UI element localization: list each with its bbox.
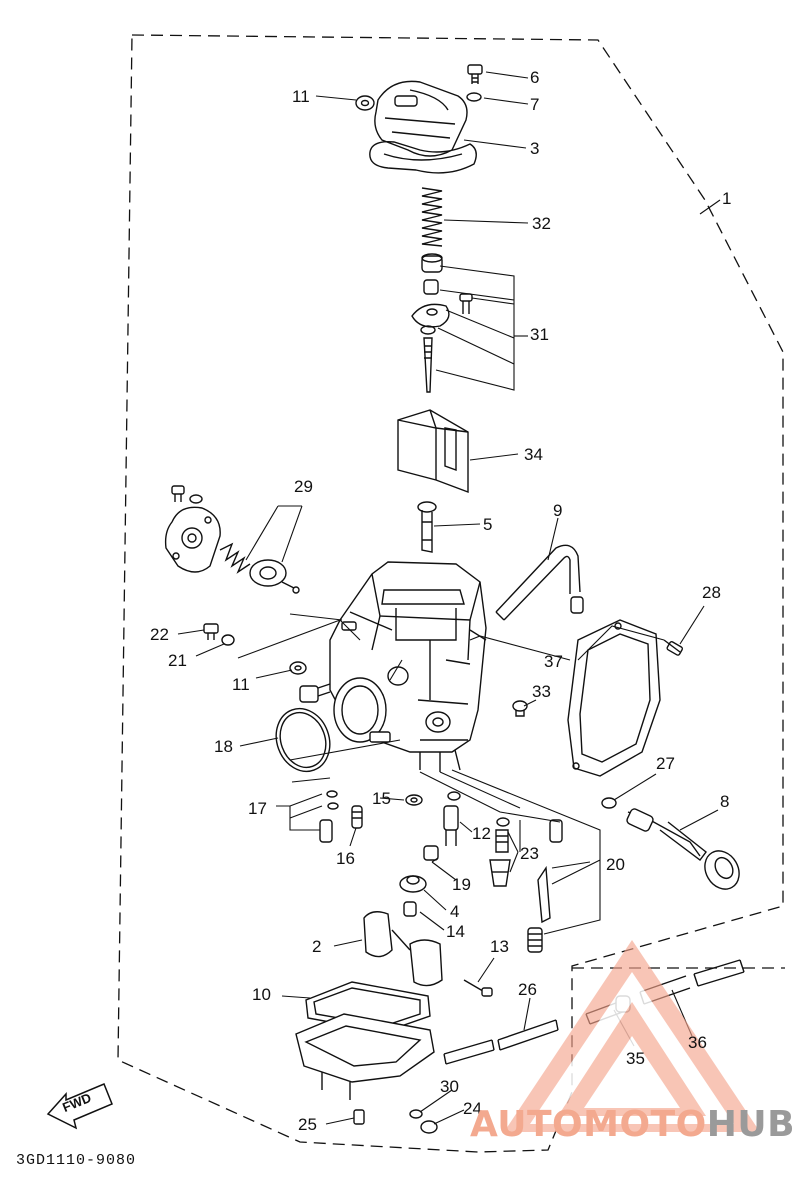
callout-37: 37 <box>544 652 563 671</box>
pump-diaphragm <box>249 559 300 594</box>
cover-nut <box>355 95 375 111</box>
callout-19: 19 <box>452 875 471 894</box>
pump-washer <box>189 494 203 504</box>
o-ring-18 <box>275 707 331 773</box>
callout-23: 23 <box>520 844 539 863</box>
carburetor-body <box>299 561 487 772</box>
cover-washer <box>466 92 482 102</box>
assembly-boundary <box>117 34 784 1153</box>
drain-screw-25 <box>353 1109 365 1125</box>
callout-26: 26 <box>518 980 537 999</box>
callout-22: 22 <box>150 625 169 644</box>
cover-screw <box>467 64 483 84</box>
watermark-part2: HUB <box>706 1104 796 1145</box>
jet-15 <box>405 794 423 806</box>
callout-21: 21 <box>168 651 187 670</box>
watermark-part1: AUTOMOTO <box>470 1104 707 1145</box>
vent-hose <box>495 544 584 621</box>
jet-23 <box>489 817 511 887</box>
warning-triangle-logo-icon <box>504 940 760 1132</box>
screw-22 <box>203 623 219 640</box>
callout-3: 3 <box>530 139 540 158</box>
callout-9: 9 <box>553 501 563 520</box>
callout-1: 1 <box>722 189 732 208</box>
callout-33: 33 <box>532 682 551 701</box>
float-pin <box>463 979 493 997</box>
hose-26 <box>443 1019 559 1065</box>
callout-27: 27 <box>656 754 675 773</box>
callout-14: 14 <box>446 922 465 941</box>
throttle-spring <box>421 187 443 247</box>
nut-11-lower <box>289 661 307 675</box>
jet-20 <box>527 819 563 953</box>
callout-29: 29 <box>294 477 313 496</box>
callout-32: 32 <box>532 214 551 233</box>
screw-28 <box>663 639 684 656</box>
float-bowl-gasket <box>305 981 431 1033</box>
callout-28: 28 <box>702 583 721 602</box>
callout-10: 10 <box>252 985 271 1004</box>
callout-18: 18 <box>214 737 233 756</box>
callout-34: 34 <box>524 445 543 464</box>
callout-36: 36 <box>688 1033 707 1052</box>
callout-5: 5 <box>483 515 493 534</box>
throttle-valve <box>397 409 469 494</box>
callout-25: 25 <box>298 1115 317 1134</box>
leader-lines <box>177 71 721 1125</box>
callout-24: 24 <box>463 1099 482 1118</box>
callout-17: 17 <box>248 799 267 818</box>
callout-15: 15 <box>372 789 391 808</box>
pump-cover <box>164 506 221 573</box>
float-bowl <box>295 1013 435 1100</box>
callout-35: 35 <box>626 1049 645 1068</box>
screw-33 <box>512 700 528 717</box>
needle-set <box>411 253 473 393</box>
pump-spring <box>219 542 251 574</box>
top-cover-gasket <box>369 141 477 174</box>
jet-16 <box>351 805 363 829</box>
jet-19 <box>423 845 439 861</box>
needle-plate-screw <box>459 293 473 314</box>
top-cover <box>374 80 468 157</box>
callout-2: 2 <box>312 937 322 956</box>
drawing-code: 3GD1110-9080 <box>16 1152 137 1169</box>
watermark: AUTOMOTOHUB <box>470 1104 795 1145</box>
starter-plunger <box>626 808 740 890</box>
callout-11-top: 11 <box>292 87 310 106</box>
callout-30: 30 <box>440 1077 459 1096</box>
float <box>363 911 443 987</box>
o-ring-30 <box>409 1109 423 1119</box>
callout-4: 4 <box>450 902 460 921</box>
needle-valve-14 <box>403 901 417 917</box>
callout-11-body: 11 <box>232 675 250 694</box>
callout-7: 7 <box>530 95 540 114</box>
callout-20: 20 <box>606 855 625 874</box>
plug-24 <box>420 1120 438 1134</box>
pilot-screw-5 <box>417 501 437 553</box>
callout-31: 31 <box>530 325 549 344</box>
fwd-arrow-icon <box>46 1083 113 1130</box>
callout-6: 6 <box>530 68 540 87</box>
callout-13: 13 <box>490 937 509 956</box>
callout-16: 16 <box>336 849 355 868</box>
coasting-enricher-cover <box>567 619 661 777</box>
jet-12 <box>443 791 461 846</box>
jet-17-set <box>319 790 339 843</box>
callout-12: 12 <box>472 824 491 843</box>
callout-8: 8 <box>720 792 730 811</box>
washer-27 <box>601 797 617 809</box>
float-valve-seat-19 <box>399 875 427 893</box>
pump-screw <box>171 485 185 502</box>
washer-21 <box>221 634 235 646</box>
